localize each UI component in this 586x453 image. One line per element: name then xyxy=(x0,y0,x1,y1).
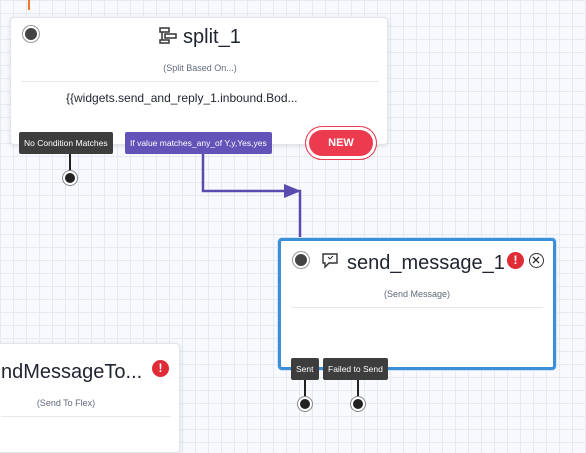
split-input-port[interactable] xyxy=(23,26,39,42)
send-to-flex-divider xyxy=(1,416,171,417)
transition-sent[interactable]: Sent xyxy=(291,358,319,380)
alert-icon[interactable]: ! xyxy=(507,252,524,269)
sent-port[interactable] xyxy=(298,397,312,411)
new-transition-button[interactable]: NEW xyxy=(305,126,377,160)
split-body: {{widgets.send_and_reply_1.inbound.Bod..… xyxy=(66,91,298,105)
sent-stub xyxy=(304,380,306,398)
send-to-flex-title: ndMessageTo... xyxy=(1,361,143,383)
condition-connector xyxy=(201,154,302,240)
transition-no-condition[interactable]: No Condition Matches xyxy=(19,132,113,154)
transition-matches[interactable]: If value matches_any_of Y,y,Yes,yes xyxy=(125,132,272,154)
split-icon xyxy=(159,26,177,49)
chat-bubble-icon xyxy=(321,252,341,275)
close-icon[interactable] xyxy=(529,253,544,268)
send-message-subtitle: (Send Message) xyxy=(383,289,451,299)
transition-failed[interactable]: Failed to Send xyxy=(323,358,388,380)
send-to-flex-subtitle: (Send To Flex) xyxy=(36,398,96,408)
send-to-flex-alert-icon[interactable]: ! xyxy=(152,360,169,377)
split-title: split_1 xyxy=(183,26,241,48)
failed-port[interactable] xyxy=(351,397,365,411)
split-node[interactable]: split_1 (Split Based On...) {{widgets.se… xyxy=(10,17,388,145)
send-to-flex-node[interactable]: ndMessageTo... ! (Send To Flex) xyxy=(0,343,180,453)
failed-stub xyxy=(357,380,359,398)
no-condition-stub xyxy=(69,154,71,172)
send-message-input-port[interactable] xyxy=(293,252,309,268)
split-divider xyxy=(21,81,379,82)
send-message-title: send_message_1 xyxy=(347,252,505,274)
send-message-node[interactable]: send_message_1 ! (Send Message) xyxy=(278,238,556,370)
send-message-divider xyxy=(291,307,543,308)
no-condition-port[interactable] xyxy=(63,171,77,185)
split-subtitle: (Split Based On...) xyxy=(163,63,237,73)
connector-arrowhead xyxy=(284,184,301,198)
